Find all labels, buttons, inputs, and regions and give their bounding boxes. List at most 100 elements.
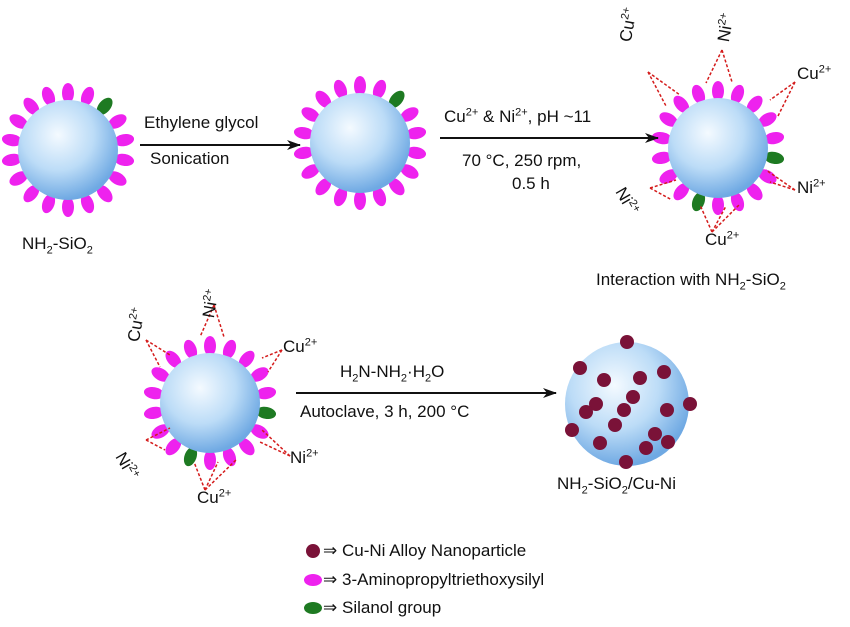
start-particle-label: NH2-SiO2 (22, 234, 93, 257)
aminopropyl-group (673, 183, 690, 201)
aminopropyl-group (333, 186, 348, 207)
aminopropyl-group (372, 186, 387, 207)
aminopropyl-group (354, 190, 366, 210)
coordination-line (193, 461, 206, 491)
ion-cu-right-2: Cu2+ (283, 336, 318, 356)
silanol-group (256, 406, 277, 420)
particle-sonicated (293, 76, 427, 210)
implies-icon: ⇒ (323, 541, 338, 560)
aminopropyl-group (354, 76, 366, 96)
alloy-nanoparticle (660, 403, 674, 417)
aminopropyl-group (712, 195, 724, 215)
aminopropyl-group (143, 406, 164, 420)
silanol-group (764, 151, 785, 165)
alloy-nanoparticle (648, 427, 662, 441)
coordination-line (204, 459, 237, 491)
aminopropyl-group (41, 86, 56, 107)
alloy-nanoparticle (565, 423, 579, 437)
legend-item-silanol: ⇒ Silanol group (323, 598, 442, 617)
particle-interaction (651, 81, 785, 215)
aminopropyl-group (23, 97, 40, 115)
aminopropyl-group (9, 114, 28, 129)
silanol-group (691, 191, 706, 212)
aminopropyl-group (151, 367, 170, 382)
aminopropyl-group (9, 171, 28, 186)
ion-cu-right: Cu2+ (797, 63, 832, 83)
coordination-line (711, 203, 741, 233)
ion-ni-right: Ni2+ (797, 177, 826, 197)
product-particle-label: NH2-SiO2/Cu-Ni (557, 474, 676, 497)
coordination-line (649, 179, 677, 189)
silica-sphere (160, 353, 260, 453)
alloy-nanoparticle (683, 397, 697, 411)
aminopropyl-group (96, 185, 113, 203)
alloy-nanoparticle (661, 435, 675, 449)
aminopropyl-group (651, 151, 672, 165)
silanol-legend-icon (304, 602, 322, 614)
legend-item-aminopropyl: ⇒ 3-Aminopropyltriethoxysilyl (323, 570, 545, 589)
aminopropyl-legend-icon (304, 574, 322, 586)
coordination-line (145, 439, 166, 451)
aminopropyl-group (23, 185, 40, 203)
aminopropyl-group (143, 386, 164, 400)
step3-condition: Autoclave, 3 h, 200 °C (300, 402, 470, 421)
coordination-line (705, 49, 723, 84)
alloy-nanoparticle (657, 365, 671, 379)
aminopropyl-group (114, 133, 135, 147)
aminopropyl-group (1, 133, 22, 147)
interaction-label: Interaction with NH2-SiO2 (596, 270, 786, 293)
coordination-line (769, 81, 796, 101)
alloy-nanoparticle (639, 441, 653, 455)
aminopropyl-group (222, 339, 237, 360)
aminopropyl-group (1, 153, 22, 167)
silanol-group (96, 97, 113, 115)
aminopropyl-group (372, 79, 387, 100)
aminopropyl-group (41, 193, 56, 214)
alloy-nanoparticle (589, 397, 603, 411)
aminopropyl-group (301, 164, 320, 179)
alloy-nanoparticle (617, 403, 631, 417)
coordination-line (647, 71, 667, 107)
aminopropyl-group (758, 112, 777, 127)
aminopropyl-group (222, 446, 237, 467)
coordination-line (261, 429, 291, 457)
aminopropyl-group (315, 178, 332, 196)
coordination-line (213, 304, 225, 338)
coordination-line (765, 169, 796, 191)
silica-sphere (668, 98, 768, 198)
aminopropyl-group (80, 86, 95, 107)
ion-ni-right-2: Ni2+ (290, 447, 319, 467)
aminopropyl-group (406, 146, 427, 160)
aminopropyl-group (183, 339, 198, 360)
alloy-nanoparticle (619, 455, 633, 469)
aminopropyl-group (746, 95, 763, 113)
aminopropyl-group (746, 183, 763, 201)
step1-reagent: Ethylene glycol (144, 113, 259, 132)
aminopropyl-group (108, 171, 127, 186)
aminopropyl-group (238, 438, 255, 456)
alloy-nanoparticle (633, 371, 647, 385)
particle-interaction-2 (143, 336, 277, 470)
step3-reagent: H2N-NH2·H2O (340, 362, 445, 385)
legend-markers (304, 544, 322, 614)
aminopropyl-group (250, 367, 269, 382)
aminopropyl-group (165, 438, 182, 456)
aminopropyl-group (315, 90, 332, 108)
alloy-nanoparticle (620, 335, 634, 349)
aminopropyl-group (62, 83, 74, 103)
coordination-line (204, 461, 219, 491)
coordination-line (649, 187, 673, 201)
aminopropyl-group (406, 126, 427, 140)
legend-item-alloy: ⇒ Cu-Ni Alloy Nanoparticle (323, 541, 527, 560)
coordination-line (199, 304, 215, 338)
silica-sphere (18, 100, 118, 200)
ion-cu-bottom: Cu2+ (705, 229, 740, 249)
aminopropyl-group (114, 153, 135, 167)
aminopropyl-group (691, 84, 706, 105)
silanol-group (388, 90, 405, 108)
coordination-line (647, 71, 681, 96)
coordination-line (769, 181, 796, 191)
coordination-line (777, 81, 796, 117)
implies-icon: ⇒ (323, 570, 338, 589)
